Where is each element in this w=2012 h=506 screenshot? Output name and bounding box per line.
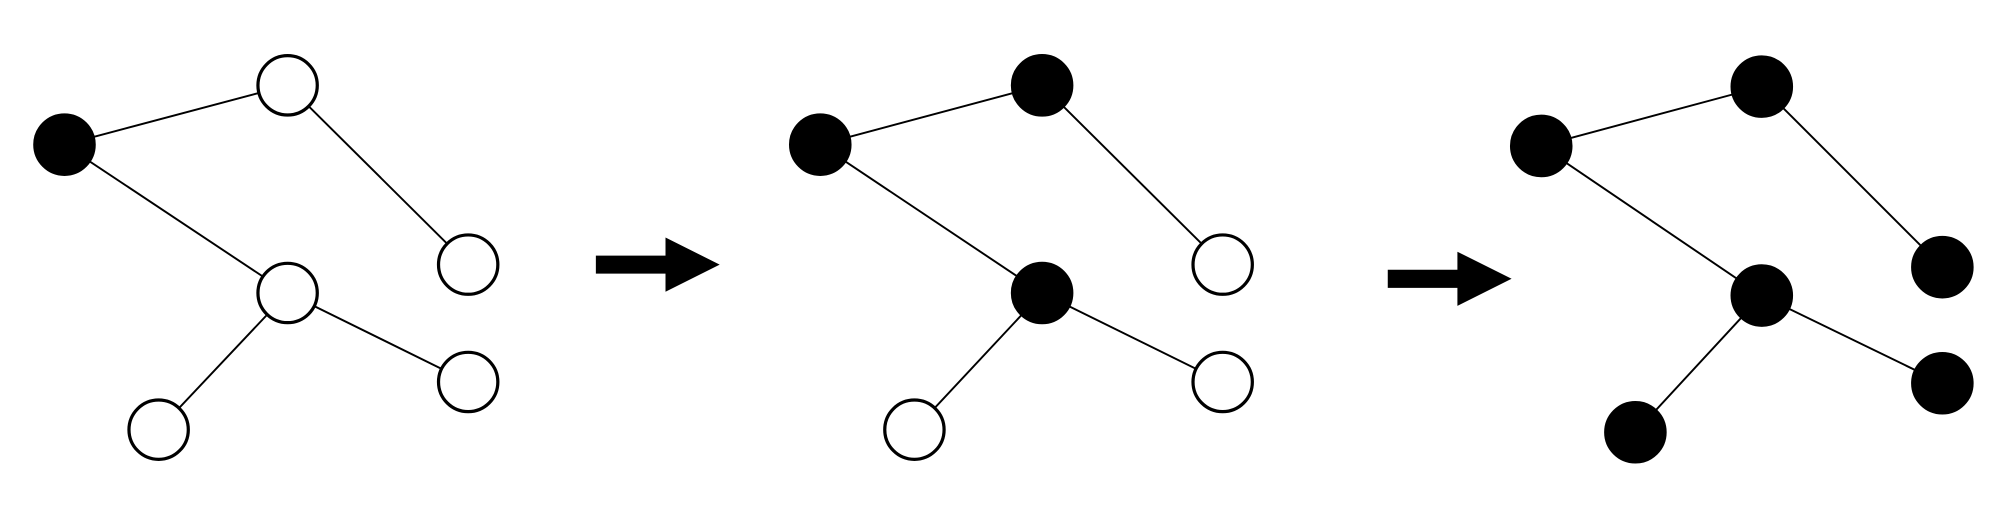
- graph-stage-2: [789, 54, 1254, 461]
- node-D-filled: [1010, 261, 1074, 325]
- node-E-empty: [883, 398, 946, 461]
- edge-B-C: [286, 84, 469, 266]
- edge-A-B: [64, 84, 288, 146]
- node-A-filled: [33, 113, 96, 176]
- edge-D-F: [1761, 294, 1943, 385]
- edge-B-C: [1041, 84, 1224, 266]
- edge-B-C: [1761, 85, 1944, 268]
- node-C-empty: [1191, 233, 1254, 296]
- edge-D-F: [287, 292, 469, 383]
- node-F-empty: [1191, 350, 1254, 414]
- node-F-empty: [436, 350, 500, 414]
- node-B-filled: [1730, 55, 1794, 118]
- edge-D-E: [157, 292, 289, 431]
- node-B-filled: [1010, 54, 1074, 117]
- edge-A-D: [1540, 145, 1763, 297]
- edge-A-D: [819, 143, 1043, 294]
- node-A-filled: [1509, 114, 1573, 178]
- node-E-filled: [1604, 400, 1667, 464]
- edge-A-D: [63, 143, 289, 294]
- graph-stage-1: [33, 54, 500, 461]
- node-B-empty: [256, 54, 319, 117]
- node-C-empty: [436, 233, 500, 296]
- node-E-empty: [127, 398, 190, 461]
- node-F-filled: [1911, 351, 1974, 415]
- edge-A-B: [820, 84, 1043, 146]
- node-D-empty: [256, 261, 319, 325]
- right-arrow-icon: [595, 237, 720, 292]
- node-D-filled: [1730, 264, 1794, 327]
- right-arrow-icon: [1387, 251, 1512, 306]
- node-A-filled: [789, 113, 852, 176]
- node-C-filled: [1911, 235, 1974, 299]
- graph-stage-3: [1509, 55, 1974, 464]
- edge-D-F: [1041, 292, 1224, 383]
- edge-A-B: [1540, 85, 1763, 147]
